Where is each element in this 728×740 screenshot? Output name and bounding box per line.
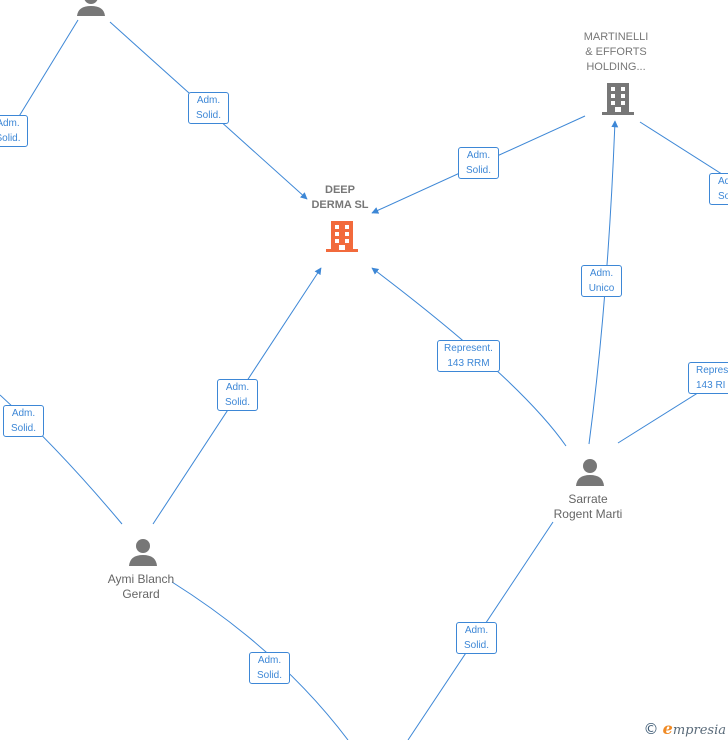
brand-footer: © empresia bbox=[644, 719, 726, 738]
edge-badge-line1: Represent. bbox=[444, 343, 493, 354]
edge-badge-line2: Solid. bbox=[0, 133, 21, 144]
copyright-icon: © bbox=[643, 720, 659, 738]
martinelli-label[interactable]: MARTINELLI & EFFORTS HOLDING... bbox=[570, 30, 662, 75]
edge-badge[interactable]: Adm. Solid. bbox=[3, 405, 44, 437]
martinelli-label-line1: MARTINELLI bbox=[583, 31, 649, 43]
aymi-label[interactable]: Aymi Blanch Gerard bbox=[96, 572, 186, 602]
edge-badge-line2: So bbox=[718, 191, 728, 202]
edge-badge[interactable]: Adm. Unico bbox=[581, 265, 622, 297]
deep-derma-label[interactable]: DEEP DERMA SL bbox=[300, 183, 380, 213]
edge-badge[interactable]: Adm. Solid. bbox=[188, 92, 229, 124]
brand-name: mpresia bbox=[672, 723, 726, 738]
sarrate-label[interactable]: Sarrate Rogent Marti bbox=[540, 492, 636, 522]
edge-badge-line2: Unico bbox=[588, 283, 615, 294]
sarrate-person-icon[interactable] bbox=[576, 459, 604, 486]
sarrate-label-line2: Rogent Marti bbox=[553, 507, 623, 521]
edge-badge-line1: Adm. bbox=[0, 118, 20, 129]
edge-badge-line1: Repres bbox=[696, 365, 728, 376]
martinelli-label-line3: HOLDING... bbox=[586, 61, 646, 73]
edge-badge-line2: Solid. bbox=[195, 110, 221, 121]
aymi-label-line1: Aymi Blanch bbox=[107, 572, 175, 586]
edge-badge-line1: Adm. bbox=[464, 625, 489, 636]
edge-badge[interactable]: Adm. Solid. bbox=[456, 622, 497, 654]
edge-badge[interactable]: Adm. So bbox=[709, 173, 728, 205]
edge-badge-line1: Adm. bbox=[718, 176, 728, 187]
edge-badge[interactable]: Adm. Solid. bbox=[0, 115, 28, 147]
edge-badge-line2: Solid. bbox=[224, 397, 250, 408]
edge-badge-line1: Adm. bbox=[11, 408, 36, 419]
deep-derma-building-icon[interactable] bbox=[326, 221, 358, 252]
sarrate-label-line1: Sarrate bbox=[568, 492, 608, 506]
edge-badge-line2: Solid. bbox=[463, 640, 489, 651]
edge-badge-line2: 143 RRM bbox=[447, 358, 490, 369]
edge-badge-line2: Solid. bbox=[256, 670, 282, 681]
edge-badge-line1: Adm. bbox=[466, 150, 491, 161]
edge-badge-line1: Adm. bbox=[196, 95, 221, 106]
deep-derma-label-line2: DERMA SL bbox=[311, 199, 369, 211]
edge-badge-line1: Adm. bbox=[225, 382, 250, 393]
edge-badge-line2: Solid. bbox=[10, 423, 36, 434]
edge-badge-line2: 143 RI bbox=[696, 380, 726, 391]
person-icon[interactable] bbox=[77, 0, 105, 16]
edge-badge-line2: Solid. bbox=[465, 165, 491, 176]
deep-derma-label-line1: DEEP bbox=[325, 184, 355, 196]
edge-badge[interactable]: Represent. 143 RRM bbox=[437, 340, 500, 372]
edge-badge[interactable]: Adm. Solid. bbox=[217, 379, 258, 411]
edge-badge[interactable]: Repres 143 RI bbox=[688, 362, 728, 394]
edge-badge[interactable]: Adm. Solid. bbox=[249, 652, 290, 684]
edge-top-person-left bbox=[17, 19, 79, 119]
martinelli-label-line2: & EFFORTS bbox=[585, 46, 647, 58]
edge-badge-line1: Adm. bbox=[589, 268, 614, 279]
aymi-label-line2: Gerard bbox=[122, 587, 160, 601]
edge-martinelli-right bbox=[639, 121, 728, 179]
martinelli-building-icon[interactable] bbox=[602, 83, 634, 115]
edge-badge-line1: Adm. bbox=[257, 655, 282, 666]
aymi-person-icon[interactable] bbox=[129, 539, 157, 566]
edge-badge[interactable]: Adm. Solid. bbox=[458, 147, 499, 179]
brand-initial: e bbox=[662, 719, 673, 738]
